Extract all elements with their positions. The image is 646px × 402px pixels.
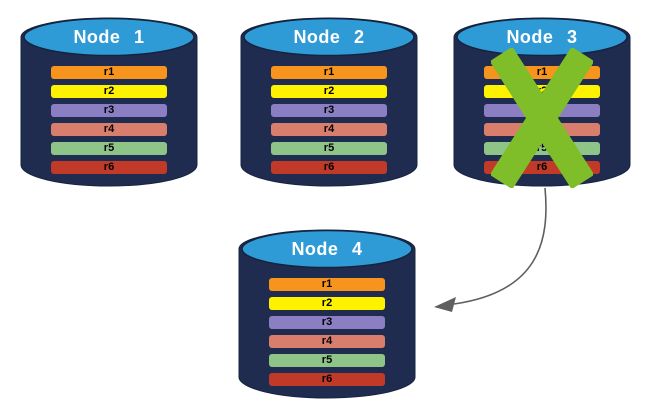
node-2-title: Node 2 <box>293 27 365 47</box>
node-3-title: Node 3 <box>506 27 578 47</box>
replica-row: r3 <box>269 316 385 329</box>
node-3: Node 3 r1 r2 r3 r4 r5 r6 <box>453 8 631 190</box>
replica-row: r3 <box>271 104 387 117</box>
node-4: Node 4 r1 r2 r3 r4 r5 r6 <box>238 220 416 402</box>
replica-row: r1 <box>269 278 385 291</box>
replica-row: r2 <box>271 85 387 98</box>
replica-row: r1 <box>51 66 167 79</box>
node-1-title: Node 1 <box>73 27 145 47</box>
failure-x-icon <box>491 48 593 188</box>
node-2: Node 2 r1 r2 r3 r4 r5 r6 <box>240 8 418 190</box>
replica-row: r4 <box>269 335 385 348</box>
replica-row: r4 <box>51 123 167 136</box>
node-4-title: Node 4 <box>291 239 363 259</box>
replica-row: r6 <box>269 373 385 386</box>
replica-row: r3 <box>51 104 167 117</box>
replica-row: r1 <box>271 66 387 79</box>
replica-row: r6 <box>271 161 387 174</box>
node-1: Node 1 r1 r2 r3 r4 r5 r6 <box>20 8 198 190</box>
replica-row: r5 <box>271 142 387 155</box>
failover-arrow-icon <box>434 187 547 312</box>
replica-row: r4 <box>271 123 387 136</box>
replica-row: r2 <box>51 85 167 98</box>
replica-row: r2 <box>269 297 385 310</box>
replica-row: r5 <box>51 142 167 155</box>
replica-row: r5 <box>269 354 385 367</box>
replica-row: r6 <box>51 161 167 174</box>
